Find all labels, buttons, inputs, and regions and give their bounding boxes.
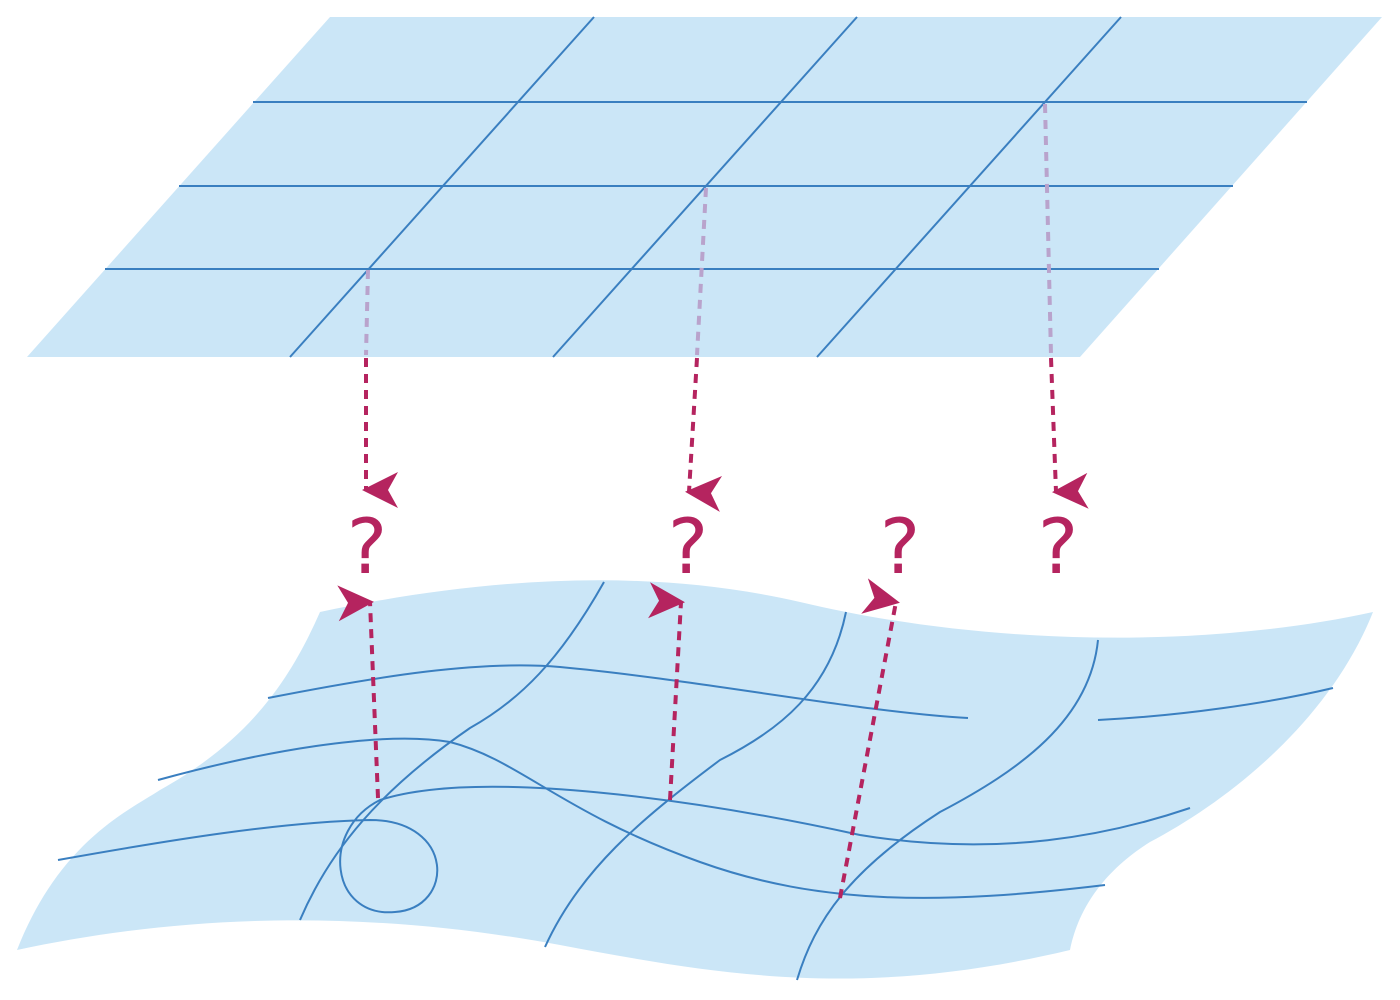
- upward-arrows: [337, 578, 900, 899]
- question-mark-2: ?: [667, 502, 709, 591]
- curved-grid-line-7: [796, 639, 1099, 981]
- down-arrow-3-faded: [1043, 103, 1053, 356]
- up-arrow-2: [648, 582, 685, 801]
- flat-grid-vline-2: [552, 16, 858, 358]
- down-arrow-1-faded: [364, 269, 370, 356]
- curved-grid-line-2: [1097, 687, 1334, 721]
- curved-grid-line-5: [299, 581, 605, 921]
- up-arrow-1: [337, 585, 380, 799]
- curved-grid-line-3: [157, 737, 1106, 899]
- flat-grid-vline-3: [816, 16, 1122, 358]
- flat-grid-vline-1: [289, 16, 595, 358]
- curved-grid-line-4: [57, 785, 1191, 914]
- question-mark-1: ?: [346, 502, 388, 591]
- curved-grid-line-1: [267, 664, 969, 719]
- question-mark-4: ?: [1037, 502, 1079, 591]
- down-arrow-2: [685, 357, 723, 512]
- downward-arrows: [362, 103, 1089, 512]
- question-mark-3: ?: [879, 502, 921, 591]
- up-arrow-3: [838, 578, 900, 899]
- curved-manifold: [17, 580, 1373, 981]
- down-arrow-3: [1049, 357, 1089, 509]
- curved-grid-line-6: [544, 611, 847, 948]
- down-arrow-2-faded: [695, 187, 708, 356]
- flat-grid-plane: [27, 16, 1382, 358]
